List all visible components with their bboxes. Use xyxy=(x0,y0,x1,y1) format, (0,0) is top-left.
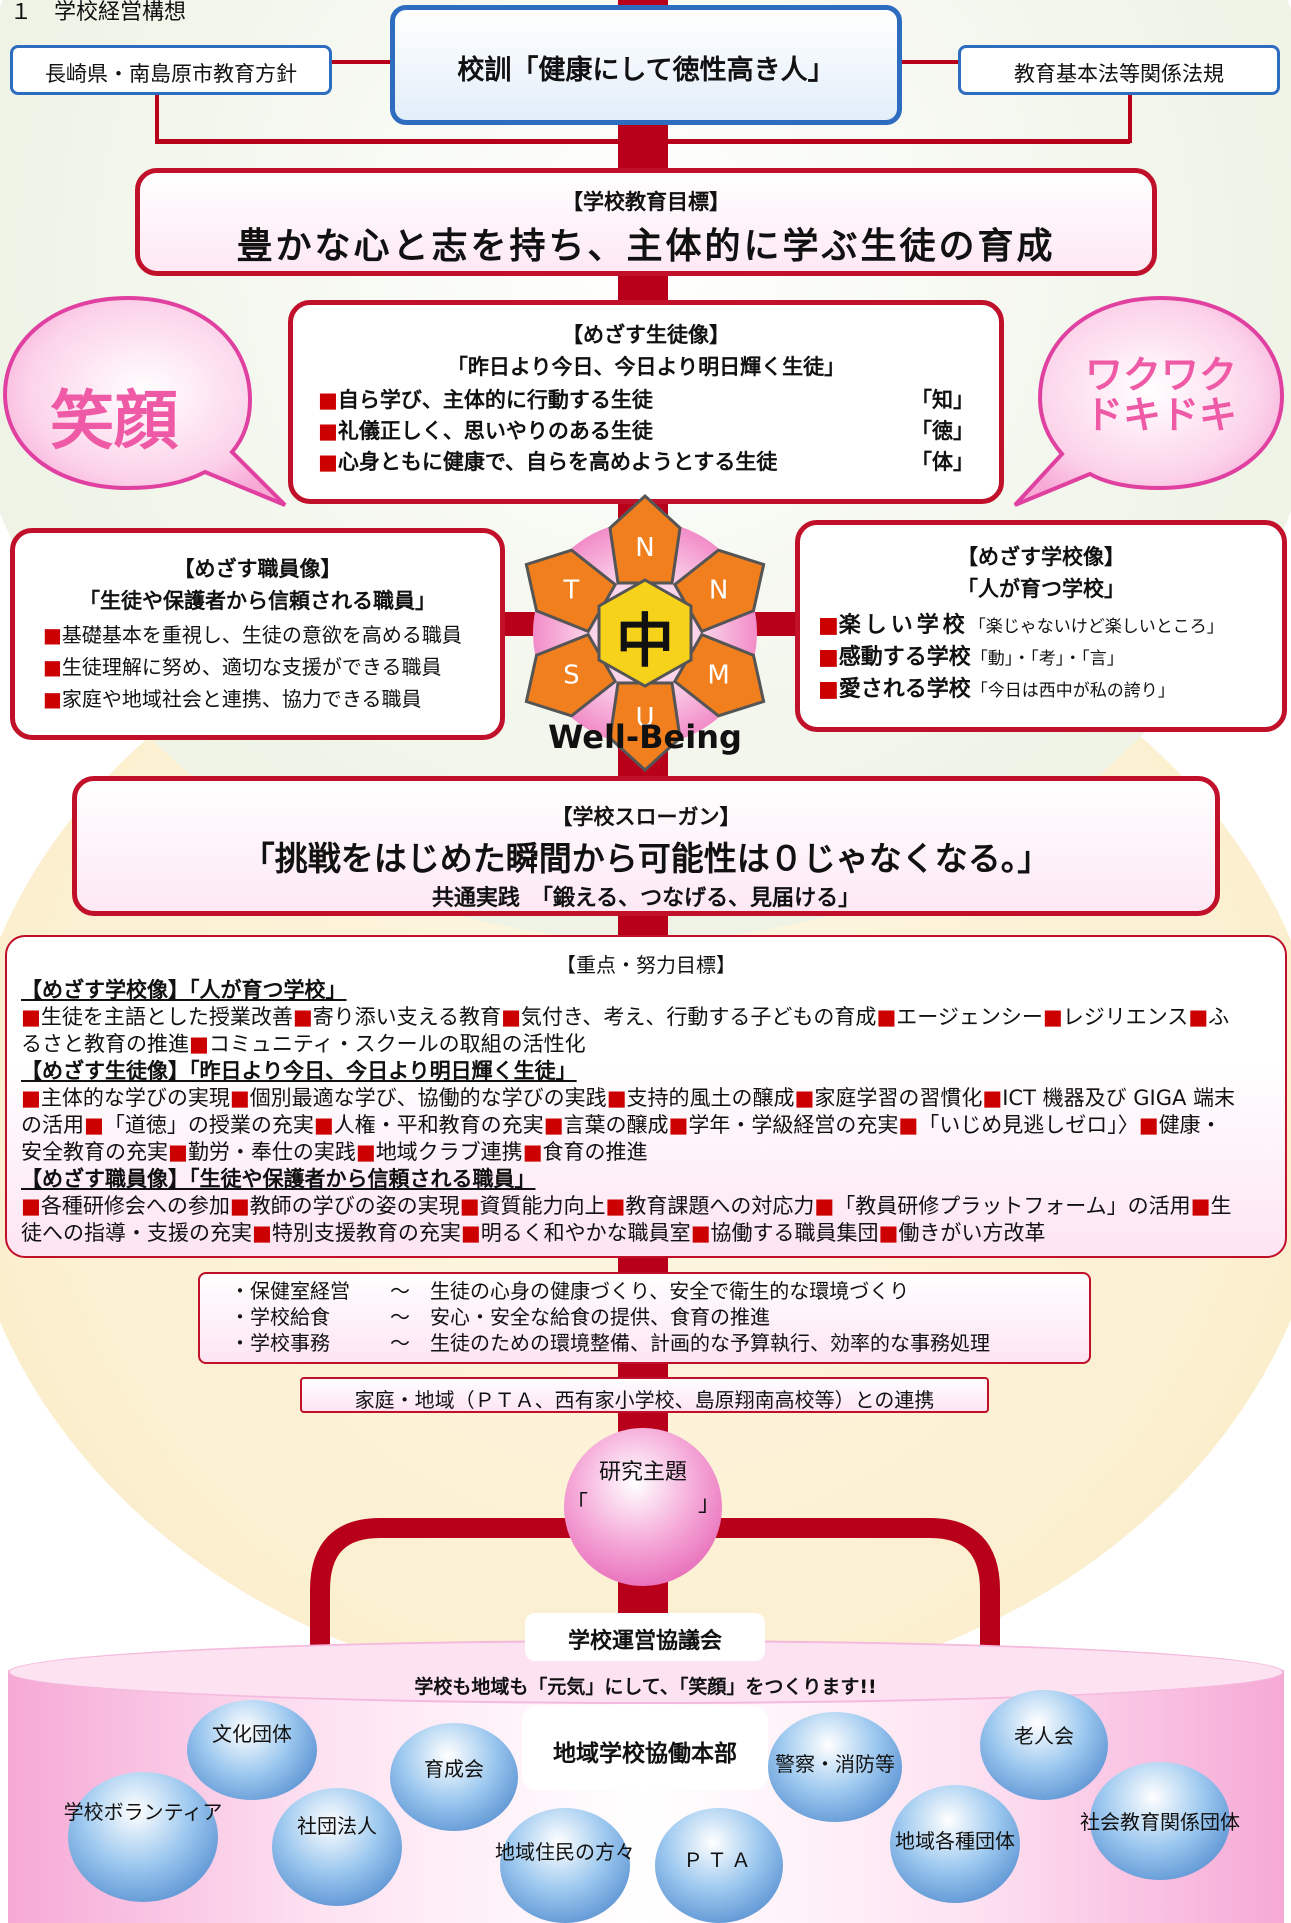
smile-text: 笑顔 xyxy=(50,385,178,459)
priority-line: ■各種研修会への参加■教師の学びの姿の実現■資質能力向上■教育課題への対応力■「… xyxy=(21,1194,1232,1218)
priority-line: ■主体的な学びの実現■個別最適な学び、協働的な学びの実践■支持的風土の醸成■家庭… xyxy=(21,1086,1236,1110)
svg-text:N: N xyxy=(635,533,654,563)
member-bubble: 育成会 xyxy=(390,1723,518,1831)
excitement-bubble xyxy=(1013,295,1285,507)
member-bubble: 地域住民の方々 xyxy=(495,1808,635,1923)
student-item-2-tag: 「徳」 xyxy=(911,419,974,443)
student-item-1: ■自ら学び、主体的に行動する生徒 xyxy=(318,388,653,412)
section-heading: １ 学校経営構想 xyxy=(10,0,187,25)
connector-right-motto xyxy=(900,60,960,64)
council-motto: 学校も地域も「元気」にして、「笑顔」をつくります!! xyxy=(414,1676,877,1698)
member-bubble: 警察・消防等 xyxy=(768,1712,902,1822)
student-image-box: 【めざす生徒像】 「昨日より今日、今日より明日輝く生徒」 ■自ら学び、主体的に行… xyxy=(288,300,1004,504)
research-theme-circle: 研究主題 「 」 xyxy=(564,1428,722,1586)
policy-box-left: 長崎県・南島原市教育方針 xyxy=(10,45,332,95)
cooperation-text: 家庭・地域（ＰＴＡ、西有家小学校、島原翔南高校等）との連携 xyxy=(354,1388,935,1412)
school-goal-text: 豊かな心と志を持ち、主体的に学ぶ生徒の育成 xyxy=(236,226,1056,267)
student-item-3-tag: 「体」 xyxy=(911,450,974,474)
school-item-2: ■感動する学校「動」・「考」・「言」 xyxy=(818,645,1124,670)
priority-heading-school: 【めざす学校像】「人が育つ学校」 xyxy=(21,978,347,1002)
hq-box: 地域学校協働本部 xyxy=(522,1706,768,1790)
hq-text: 地域学校協働本部 xyxy=(553,1741,737,1767)
connector-right-down xyxy=(1128,88,1132,143)
priority-goals-box: 【重点・努力目標】 【めざす学校像】「人が育つ学校」 ■生徒を主語とした授業改善… xyxy=(5,935,1287,1258)
excitement-text: ワクワクドキドキ xyxy=(1085,353,1238,437)
staff-image-slogan: 「生徒や保護者から信頼される職員」 xyxy=(79,589,436,613)
emblem-center-char: 中 xyxy=(615,607,674,675)
student-image-slogan: 「昨日より今日、今日より明日輝く生徒」 xyxy=(446,355,846,379)
priority-heading-staff: 【めざす職員像】「生徒や保護者から信頼される職員」 xyxy=(21,1167,536,1191)
school-goal-box: 【学校教育目標】 豊かな心と志を持ち、主体的に学ぶ生徒の育成 xyxy=(135,168,1157,276)
staff-image-label: 【めざす職員像】 xyxy=(173,557,342,581)
cooperation-box: 家庭・地域（ＰＴＡ、西有家小学校、島原翔南高校等）との連携 xyxy=(300,1377,989,1413)
priority-label: 【重点・努力目標】 xyxy=(556,953,736,977)
staff-item-2: ■生徒理解に努め、適切な支援ができる職員 xyxy=(43,655,442,679)
research-label: 研究主題 xyxy=(598,1460,687,1485)
emblem-caption: Well-Being xyxy=(548,718,742,756)
staff-image-box: 【めざす職員像】 「生徒や保護者から信頼される職員」 ■基礎基本を重視し、生徒の… xyxy=(10,528,505,740)
school-image-label: 【めざす学校像】 xyxy=(957,545,1125,569)
motto-text: 校訓「健康にして徳性高き人」 xyxy=(457,55,835,86)
student-image-label: 【めざす生徒像】 xyxy=(562,323,730,347)
council-title: 学校運営協議会 xyxy=(567,1629,722,1654)
priority-line: るさと教育の推進■コミュニティ・スクールの取組の活性化 xyxy=(21,1032,586,1056)
school-image-box: 【めざす学校像】 「人が育つ学校」 ■楽しい学校「楽じゃないけど楽しいところ」 … xyxy=(795,520,1287,732)
slogan-practice: 共通実践 「鍛える、つなげる、見届ける」 xyxy=(431,886,861,911)
slogan-box: 【学校スローガン】 「挑戦をはじめた瞬間から可能性は０じゃなくなる。」 共通実践… xyxy=(72,776,1220,916)
school-item-1: ■楽しい学校「楽じゃないけど楽しいところ」 xyxy=(818,613,1224,638)
staff-item-3: ■家庭や地域社会と連携、協力できる職員 xyxy=(43,687,422,711)
research-value: 「 」 xyxy=(565,1492,720,1517)
member-bubble: 学校ボランティア xyxy=(64,1772,222,1902)
slogan-label: 【学校スローガン】 xyxy=(551,805,741,829)
connector-left-motto xyxy=(330,60,390,64)
school-goal-label: 【学校教育目標】 xyxy=(562,190,730,214)
policy-left-text: 長崎県・南島原市教育方針 xyxy=(45,62,297,86)
svg-text:M: M xyxy=(707,661,729,691)
motto-box: 校訓「健康にして徳性高き人」 xyxy=(390,5,902,125)
priority-line: の活用■「道徳」の授業の充実■人権・平和教育の充実■言葉の醸成■学年・学級経営の… xyxy=(21,1113,1222,1137)
member-bubble: 老人会 xyxy=(980,1690,1108,1800)
support-item: ・保健室経営～生徒の心身の健康づくり、安全で衛生的な環境づくり xyxy=(230,1279,910,1303)
connector-left-down xyxy=(155,88,159,143)
svg-text:N: N xyxy=(709,576,728,606)
support-list: ・保健室経営～生徒の心身の健康づくり、安全で衛生的な環境づくり ・学校給食～安心… xyxy=(230,1278,990,1356)
member-bubble: 社会教育関係団体 xyxy=(1080,1762,1240,1880)
staff-item-1: ■基礎基本を重視し、生徒の意欲を高める職員 xyxy=(43,623,462,647)
school-image-slogan: 「人が育つ学校」 xyxy=(957,577,1125,601)
priority-line: ■生徒を主語とした授業改善■寄り添い支える教育■気付き、考え、行動する子どもの育… xyxy=(21,1005,1230,1029)
member-bubble: 文化団体 xyxy=(187,1700,317,1800)
priority-body: 【めざす学校像】「人が育つ学校」 ■生徒を主語とした授業改善■寄り添い支える教育… xyxy=(21,977,1275,1247)
policy-box-right: 教育基本法等関係法規 xyxy=(958,45,1280,95)
student-item-1-tag: 「知」 xyxy=(911,388,974,412)
student-item-3: ■心身ともに健康で、自らを高めようとする生徒 xyxy=(318,450,778,474)
connector-top-horizontal xyxy=(155,139,1130,144)
school-item-3: ■愛される学校「今日は西中が私の誇り」 xyxy=(818,677,1175,702)
svg-text:U: U xyxy=(635,703,654,733)
svg-text:S: S xyxy=(563,661,580,691)
priority-line: 安全教育の充実■勤労・奉仕の実践■地域クラブ連携■食育の推進 xyxy=(21,1140,648,1164)
priority-line: 徒への指導・支援の充実■特別支援教育の充実■明るく和やかな職員室■協働する職員集… xyxy=(21,1221,1046,1245)
support-item: ・学校給食～安心・安全な給食の提供、食育の推進 xyxy=(230,1305,770,1329)
student-item-2: ■礼儀正しく、思いやりのある生徒 xyxy=(318,419,653,443)
council-title-box: 学校運営協議会 xyxy=(525,1613,765,1661)
member-bubble: ＰＴＡ xyxy=(655,1808,783,1923)
school-emblem: N N M U S T xyxy=(524,493,766,773)
smile-bubble xyxy=(2,295,287,507)
member-bubble: 地域各種団体 xyxy=(890,1785,1020,1903)
policy-right-text: 教育基本法等関係法規 xyxy=(1014,62,1224,86)
slogan-text: 「挑戦をはじめた瞬間から可能性は０じゃなくなる。」 xyxy=(241,839,1051,878)
svg-text:T: T xyxy=(562,576,579,606)
support-item: ・学校事務～生徒のための環境整備、計画的な予算執行、効率的な事務処理 xyxy=(230,1331,990,1355)
member-bubble: 社団法人 xyxy=(272,1788,402,1906)
priority-heading-student: 【めざす生徒像】「昨日より今日、今日より明日輝く生徒」 xyxy=(21,1059,577,1083)
support-box: ・保健室経営～生徒の心身の健康づくり、安全で衛生的な環境づくり ・学校給食～安心… xyxy=(198,1272,1091,1364)
